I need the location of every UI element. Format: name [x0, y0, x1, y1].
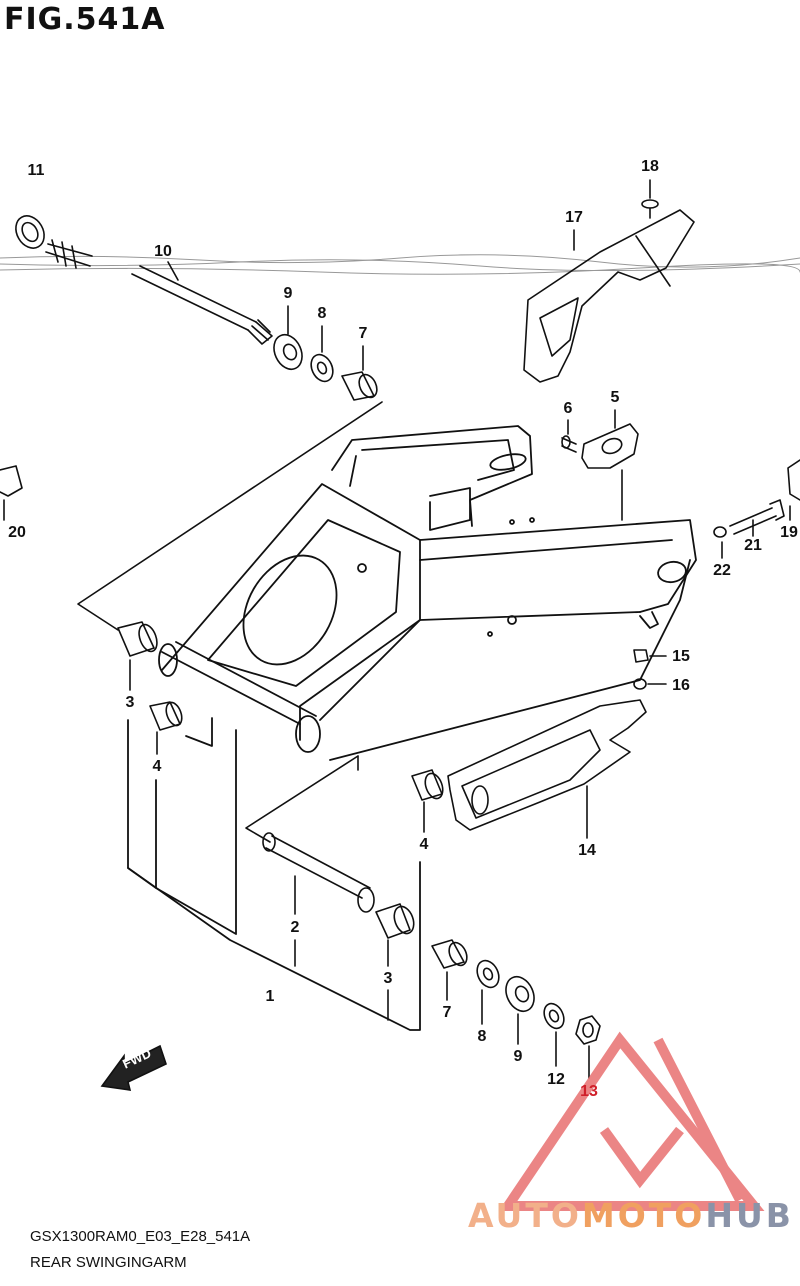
guide-line-lower: [245, 755, 359, 843]
callout-3a[interactable]: 3: [125, 694, 135, 711]
brand-part-hub: HUB: [705, 1196, 794, 1235]
part-6-bolt: [561, 419, 577, 453]
part-2-sleeve: [262, 832, 375, 967]
scan-noise-band: [0, 254, 800, 275]
automotohub-logo-triangle: [498, 1031, 765, 1211]
callout-10[interactable]: 10: [154, 243, 172, 260]
part-8a-washer: [310, 325, 334, 383]
section-name: REAR SWINGINGARM: [30, 1254, 187, 1271]
callout-4a[interactable]: 4: [152, 758, 162, 775]
callout-22[interactable]: 22: [713, 562, 731, 579]
callout-11[interactable]: 11: [27, 162, 45, 179]
fwd-arrow: [100, 1044, 167, 1091]
part-20-adjuster: [0, 465, 23, 521]
callout-14[interactable]: 14: [578, 842, 596, 859]
callout-17[interactable]: 17: [565, 209, 583, 226]
part-15-bolt: [633, 649, 667, 663]
brand-part-moto: MOTO: [581, 1196, 706, 1235]
callout-18[interactable]: 18: [641, 158, 659, 175]
callout-19[interactable]: 19: [780, 524, 798, 541]
part-21-adjust-bolt: [729, 499, 785, 537]
callout-21[interactable]: 21: [744, 537, 762, 554]
part-3a-bushing: [117, 621, 158, 691]
callout-5[interactable]: 5: [610, 389, 620, 406]
callout-7b[interactable]: 7: [442, 1004, 452, 1021]
callout-6[interactable]: 6: [563, 400, 573, 417]
part-11-cap: [15, 215, 93, 269]
callout-16[interactable]: 16: [672, 677, 690, 694]
brand-part-auto: AUTO: [468, 1196, 582, 1235]
callout-3b[interactable]: 3: [383, 970, 393, 987]
guide-line-upper: [77, 401, 383, 631]
part-4a-bearing: [149, 701, 183, 755]
callout-12[interactable]: 12: [547, 1071, 565, 1088]
part-7b-collar: [431, 939, 468, 1001]
part-16-nut: [633, 678, 667, 690]
part-18-bolt: [641, 179, 659, 219]
callout-4b[interactable]: 4: [419, 836, 429, 853]
callout-20[interactable]: 20: [8, 524, 26, 541]
callout-9a[interactable]: 9: [283, 285, 293, 302]
part-3b-bushing: [375, 903, 415, 1021]
part-17-chain-guard: [523, 209, 695, 383]
part-4b-bearing: [411, 769, 444, 833]
part-7a-collar: [341, 345, 378, 401]
brand-wordmark: AUTOMOTOHUB: [468, 1196, 794, 1235]
model-code: GSX1300RAM0_E03_E28_541A: [30, 1228, 251, 1245]
part-9b-seal: [505, 975, 535, 1045]
part-5-bracket: [581, 409, 639, 521]
part-10-pivot-shaft: [131, 261, 273, 345]
callout-8a[interactable]: 8: [317, 305, 327, 322]
figure-title: FIG.541A: [4, 2, 166, 37]
part-9a-seal: [273, 305, 303, 371]
part-12-washer: [543, 1002, 565, 1067]
callout-9b[interactable]: 9: [513, 1048, 523, 1065]
callout-7a[interactable]: 7: [358, 325, 368, 342]
callout-8b[interactable]: 8: [477, 1028, 487, 1045]
part-1-swingarm: [127, 425, 697, 1031]
part-13-nut: [575, 1015, 601, 1079]
callout-13[interactable]: 13: [580, 1083, 598, 1100]
part-14-chain-slider: [447, 699, 647, 839]
part-19-adjuster: [787, 459, 800, 521]
callout-1[interactable]: 1: [265, 988, 275, 1005]
callout-2[interactable]: 2: [290, 919, 300, 936]
part-8b-washer: [476, 959, 500, 1025]
part-22-nut: [713, 526, 727, 559]
callout-15[interactable]: 15: [672, 648, 690, 665]
